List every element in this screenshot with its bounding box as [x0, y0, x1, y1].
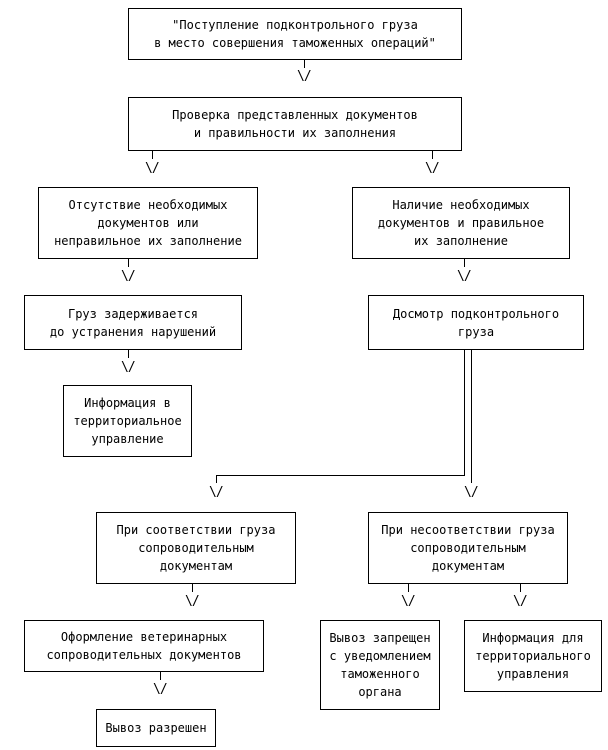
node-cargo-mismatch-docs: При несоответствии груза сопроводительны… — [368, 512, 568, 584]
node-info-territorial: Информация в территориальное управление — [63, 385, 192, 457]
arrow-down-icon: \/ — [457, 269, 472, 284]
arrow-down-icon: \/ — [464, 485, 479, 500]
node-vet-documents: Оформление ветеринарных сопроводительных… — [24, 620, 264, 672]
connector-line — [192, 584, 193, 592]
connector-line — [216, 475, 465, 476]
arrow-down-icon: \/ — [145, 161, 160, 176]
node-export-banned: Вывоз запрещен с уведомлением таможенног… — [320, 620, 440, 710]
connector-line — [152, 151, 153, 159]
arrow-down-icon: \/ — [121, 360, 136, 375]
node-cargo-matches-docs: При соответствии груза сопроводительным … — [96, 512, 296, 584]
arrow-down-icon: \/ — [297, 69, 312, 84]
arrow-down-icon: \/ — [153, 682, 168, 697]
node-documents-present: Наличие необходимых документов и правиль… — [352, 187, 570, 259]
node-info-for-territorial: Информация для территориального управлен… — [464, 620, 602, 692]
connector-line — [128, 350, 129, 358]
connector-line — [408, 584, 409, 592]
connector-line — [471, 350, 472, 483]
node-cargo-arrival: "Поступление подконтрольного груза в мес… — [128, 8, 462, 60]
arrow-down-icon: \/ — [425, 161, 440, 176]
node-documents-absent: Отсутствие необходимых документов или не… — [38, 187, 258, 259]
connector-line — [464, 259, 465, 267]
arrow-down-icon: \/ — [185, 594, 200, 609]
connector-line — [216, 475, 217, 483]
connector-line — [520, 584, 521, 592]
connector-line — [304, 60, 305, 68]
arrow-down-icon: \/ — [121, 269, 136, 284]
node-cargo-inspection: Досмотр подконтрольного груза — [368, 295, 584, 350]
connector-line — [432, 151, 433, 159]
arrow-down-icon: \/ — [209, 485, 224, 500]
connector-line — [128, 259, 129, 267]
node-cargo-detained: Груз задерживается до устранения нарушен… — [24, 295, 242, 350]
connector-line — [464, 350, 465, 475]
arrow-down-icon: \/ — [401, 594, 416, 609]
arrow-down-icon: \/ — [513, 594, 528, 609]
node-export-allowed: Вывоз разрешен — [96, 709, 216, 747]
node-document-check: Проверка представленных документов и пра… — [128, 97, 462, 151]
connector-line — [160, 672, 161, 680]
